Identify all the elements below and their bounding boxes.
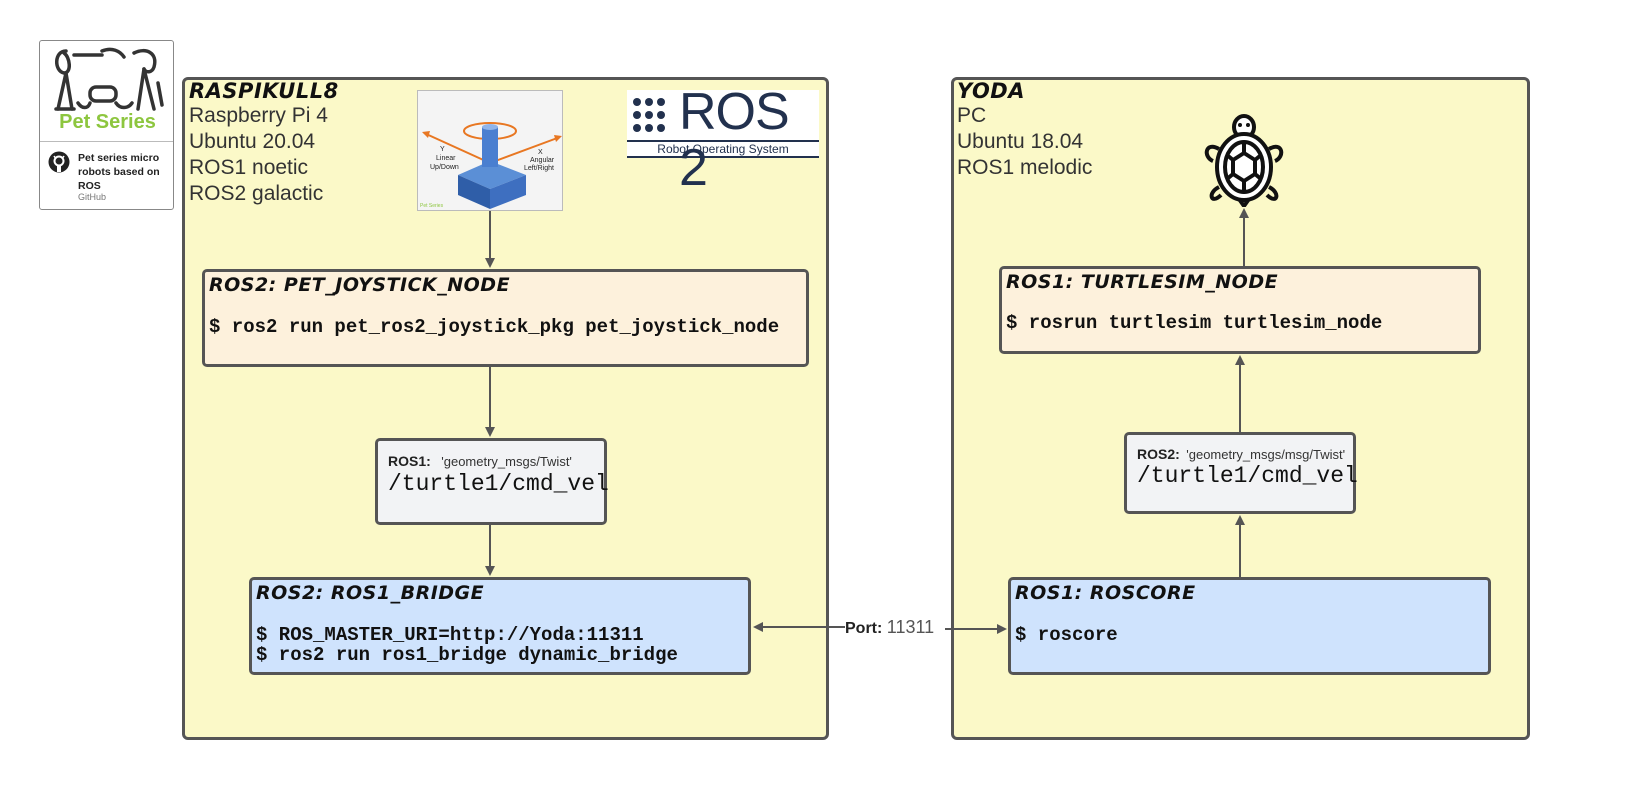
joystick-label-x: X	[538, 149, 543, 156]
left-topic-type: 'geometry_msgs/Twist'	[441, 454, 572, 469]
divider	[40, 141, 173, 142]
port-label: Port: 11311	[845, 617, 935, 638]
pet-series-card[interactable]: Pet Series Pet series micro robots based…	[39, 40, 174, 210]
bridge-node-title: ROS2: ROS1_BRIDGE	[256, 582, 485, 604]
joystick-label-y: Y	[440, 146, 445, 153]
repo-description: Pet series micro robots based on ROS	[78, 152, 160, 192]
joystick-label-updown: Up/Down	[430, 164, 459, 171]
left-device-line-1: Raspberry Pi 4	[189, 104, 328, 127]
left-topic-name: /turtle1/cmd_vel	[388, 471, 609, 497]
ros2-logo-subtitle: Robot Operating System	[657, 142, 789, 156]
right-topic-name: /turtle1/cmd_vel	[1137, 463, 1358, 489]
ros2-logo: ROS 2 Robot Operating System	[627, 84, 819, 196]
bridge-node-command-2: $ ros2 run ros1_bridge dynamic_bridge	[256, 644, 678, 666]
left-topic-cmd-vel[interactable]: ROS1: 'geometry_msgs/Twist' /turtle1/cmd…	[375, 438, 609, 525]
turtlesim-node[interactable]: ROS1: TURTLESIM_NODE $ rosrun turtlesim …	[999, 266, 1481, 354]
turtle-icon	[1204, 114, 1284, 207]
repo-source: GitHub	[78, 192, 107, 202]
github-icon	[48, 151, 70, 173]
right-device-line-3: ROS1 melodic	[957, 156, 1093, 179]
turtlesim-node-title: ROS1: TURTLESIM_NODE	[1006, 271, 1279, 293]
ros1-bridge-node[interactable]: ROS2: ROS1_BRIDGE $ ROS_MASTER_URI=http:…	[249, 577, 751, 675]
right-topic-label: ROS2:	[1137, 446, 1180, 462]
ros2-logo-title: ROS 2	[679, 83, 790, 197]
left-device-line-4: ROS2 galactic	[189, 182, 324, 205]
joystick-label-linear: Linear	[436, 155, 456, 162]
right-topic-header: ROS2: 'geometry_msgs/msg/Twist'	[1137, 446, 1345, 464]
ros-dots-icon	[633, 98, 665, 132]
joystick-label-leftright: Left/Right	[524, 165, 554, 172]
left-device-title: RASPIKULL8	[189, 79, 339, 103]
right-device-line-2: Ubuntu 18.04	[957, 130, 1084, 153]
left-topic-label: ROS1:	[388, 453, 431, 469]
pet-series-brand: Pet Series	[59, 111, 156, 133]
right-device-title: YODA	[957, 79, 1025, 103]
ros2-logo-rule	[627, 140, 819, 142]
joystick-node-command: $ ros2 run pet_ros2_joystick_pkg pet_joy…	[209, 316, 780, 338]
bridge-node-command-1: $ ROS_MASTER_URI=http://Yoda:11311	[256, 624, 644, 646]
pet-joystick-node[interactable]: ROS2: PET_JOYSTICK_NODE $ ros2 run pet_r…	[202, 269, 809, 367]
joystick-node-title: ROS2: PET_JOYSTICK_NODE	[209, 274, 511, 296]
left-device-line-3: ROS1 noetic	[189, 156, 309, 179]
right-topic-cmd-vel[interactable]: ROS2: 'geometry_msgs/msg/Twist' /turtle1…	[1124, 432, 1358, 514]
turtlesim-node-command: $ rosrun turtlesim turtlesim_node	[1006, 312, 1383, 334]
left-device-line-2: Ubuntu 20.04	[189, 130, 316, 153]
port-label-key: Port:	[845, 620, 883, 637]
port-label-value: 11311	[886, 617, 935, 637]
ros2-logo-rule-bottom	[627, 156, 819, 158]
right-device-line-1: PC	[957, 104, 987, 127]
right-topic-type: 'geometry_msgs/msg/Twist'	[1186, 447, 1346, 462]
joystick-caption: Pet Series	[420, 203, 444, 209]
roscore-node[interactable]: ROS1: ROSCORE $ roscore	[1008, 577, 1491, 675]
left-topic-header: ROS1: 'geometry_msgs/Twist'	[388, 453, 572, 471]
roscore-node-title: ROS1: ROSCORE	[1015, 582, 1196, 604]
roscore-node-command: $ roscore	[1015, 624, 1118, 646]
joystick-label-angular: Angular	[530, 157, 555, 164]
joystick-illustration: Y Linear Up/Down X Angular Left/Right Pe…	[417, 90, 563, 211]
pet-robot-logo-icon	[54, 47, 164, 111]
joystick-cube-icon	[422, 122, 562, 209]
